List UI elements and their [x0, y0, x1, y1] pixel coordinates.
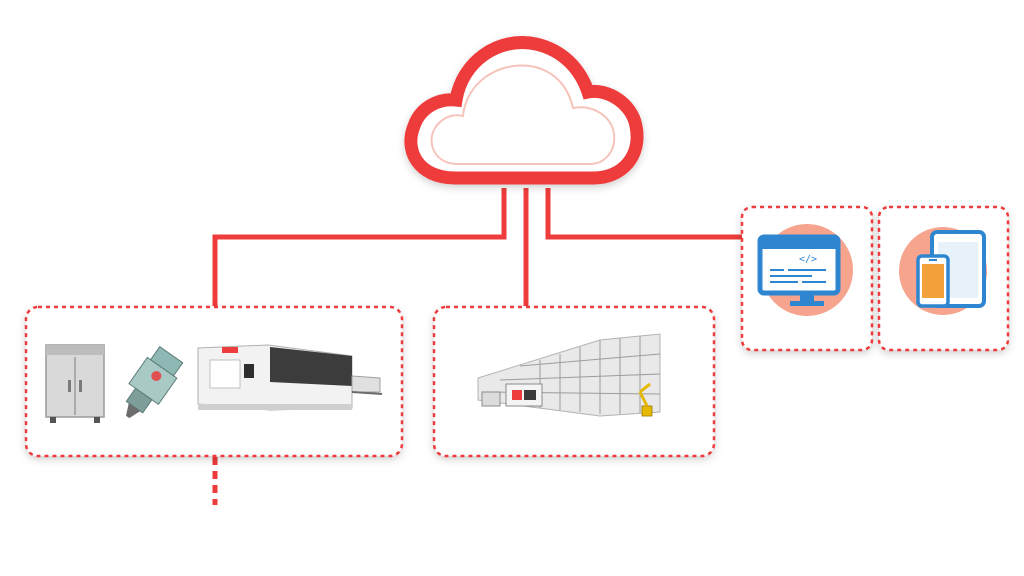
- node-equipment-group: [24, 305, 404, 458]
- connector-lines: [212, 188, 742, 505]
- node-mobile: [877, 205, 1010, 352]
- laser-head-icon: [125, 345, 184, 419]
- monitor-code-icon: </>: [757, 224, 853, 316]
- node-computer: </>: [740, 205, 874, 352]
- cloud-icon: [404, 36, 644, 185]
- automated-warehouse-line-icon: [477, 333, 661, 417]
- connector-to-computer: [545, 188, 742, 240]
- node-production-line: [432, 305, 716, 458]
- phone-tablet-icon: [899, 227, 987, 315]
- code-glyph: </>: [799, 254, 817, 265]
- connector-to-equipment: [212, 188, 507, 306]
- cabinet-icon: [45, 344, 105, 423]
- laser-cutting-machine-icon: [197, 344, 383, 411]
